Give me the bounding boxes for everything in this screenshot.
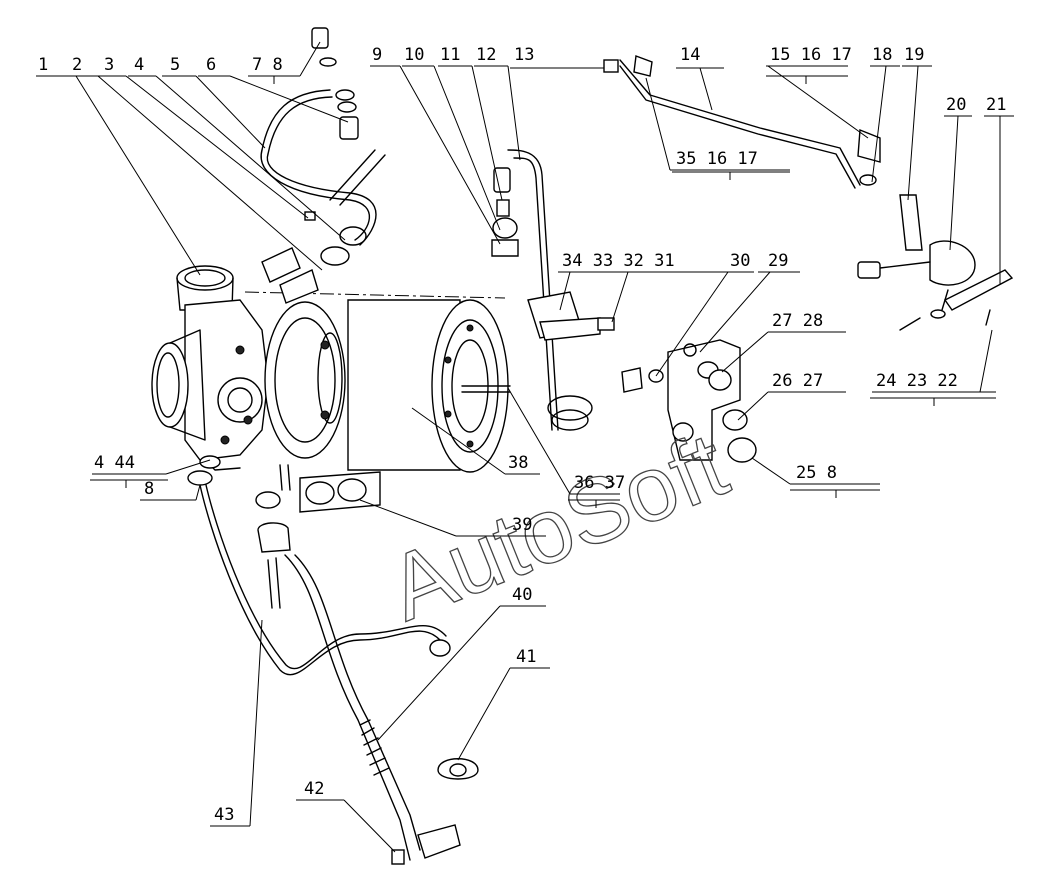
oil-return-pipes (187, 455, 479, 865)
callout-14: 14 (680, 45, 700, 65)
callout-21: 21 (986, 95, 1006, 115)
callout-10: 10 (404, 45, 424, 65)
callout-36-37: 36 37 (574, 473, 625, 493)
hose-clamps (261, 211, 367, 304)
callout-38: 38 (508, 453, 528, 473)
callout-13: 13 (514, 45, 534, 65)
callout-42: 42 (304, 779, 324, 799)
callout-43: 43 (214, 805, 234, 825)
callout-29: 29 (768, 251, 788, 271)
callout-35-16-17: 35 16 17 (676, 149, 758, 169)
callout-4-44: 4 44 (94, 453, 135, 473)
callout-8: 8 (144, 479, 154, 499)
callout-24-23-22: 24 23 22 (876, 371, 958, 391)
group-underlines (90, 75, 996, 508)
callout-3: 3 (104, 55, 114, 75)
callout-6: 6 (206, 55, 216, 75)
wastegate-pipe (603, 55, 881, 189)
leader-lines (36, 41, 1014, 853)
wastegate-actuator (857, 194, 1014, 331)
callout-9: 9 (372, 45, 382, 65)
callout-27-28: 27 28 (772, 311, 823, 331)
callout-15-16-17: 15 16 17 (770, 45, 852, 65)
callout-34-33-32-31: 34 33 32 31 (562, 251, 675, 271)
callout-20: 20 (946, 95, 966, 115)
callout-labels: 1 2 3 4 5 6 7 8 9 10 11 12 13 14 15 16 1… (38, 45, 1006, 825)
callout-5: 5 (170, 55, 180, 75)
callout-1: 1 (38, 55, 48, 75)
callout-4: 4 (134, 55, 144, 75)
intake-hose (260, 27, 386, 246)
oil-distribution-block (621, 339, 757, 463)
callout-7-8: 7 8 (252, 55, 283, 75)
callout-40: 40 (512, 585, 532, 605)
oil-feed-pipe (491, 149, 593, 431)
callout-2: 2 (72, 55, 82, 75)
callout-19: 19 (904, 45, 924, 65)
callout-30: 30 (730, 251, 750, 271)
callout-39: 39 (512, 515, 532, 535)
callout-12: 12 (476, 45, 496, 65)
turbocharger-assembly (151, 265, 511, 473)
pipe-bracket (527, 291, 615, 341)
callout-26-27: 26 27 (772, 371, 823, 391)
callout-41: 41 (516, 647, 536, 667)
callout-11: 11 (440, 45, 460, 65)
callout-25-8: 25 8 (796, 463, 837, 483)
callout-18: 18 (872, 45, 892, 65)
turbine-gasket (255, 464, 381, 513)
